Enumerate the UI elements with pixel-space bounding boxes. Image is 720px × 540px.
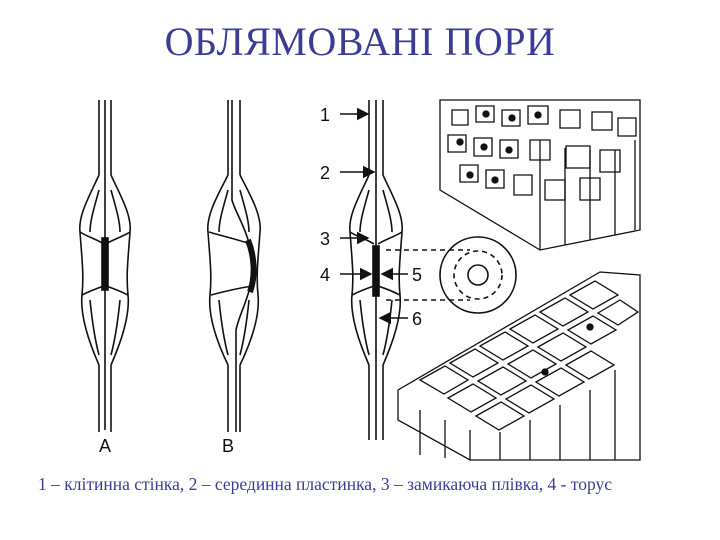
callout-5: 5: [412, 265, 422, 285]
pore-a-diagram: [79, 100, 131, 432]
slide-title: ОБЛЯМОВАНІ ПОРИ: [164, 19, 556, 64]
callout-1: 1: [320, 105, 330, 125]
callout-2: 2: [320, 163, 330, 183]
pit-plan-view: [439, 236, 517, 314]
wood-tissue-block: [397, 99, 641, 461]
pore-b-label: B: [222, 436, 234, 456]
pore-b-diagram: [207, 100, 261, 432]
figure-caption: 1 – клітинна стінка, 2 – серединна пласт…: [38, 474, 613, 494]
callout-4: 4: [320, 265, 330, 285]
callout-3: 3: [320, 229, 330, 249]
pore-a-label: A: [99, 436, 111, 456]
callout-6: 6: [412, 309, 422, 329]
pore-labeled-diagram: [340, 100, 470, 440]
